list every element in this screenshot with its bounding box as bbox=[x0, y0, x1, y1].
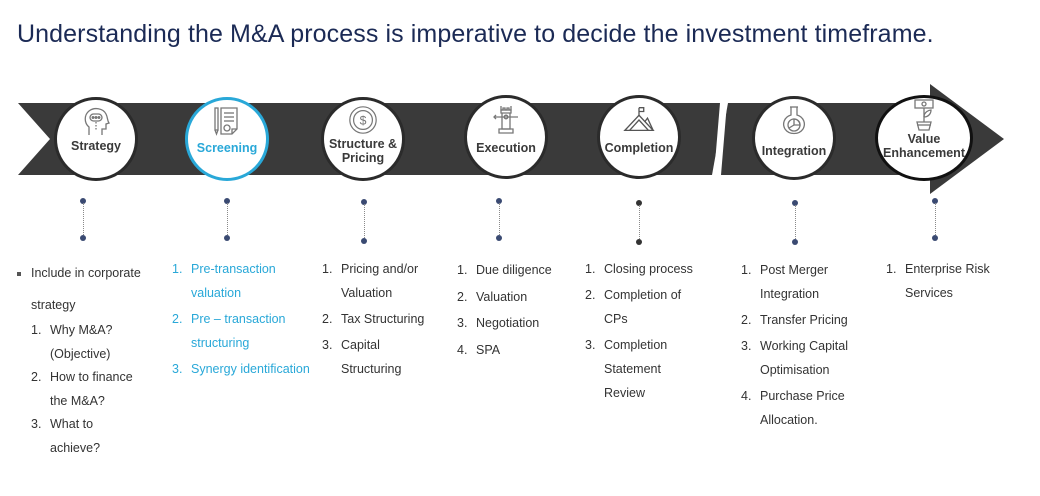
stage-execution: Execution bbox=[464, 95, 548, 179]
head-cloud-icon bbox=[79, 105, 113, 139]
stage-label: Screening bbox=[196, 141, 258, 155]
list-item: 2.Valuation bbox=[457, 289, 528, 304]
stage-label-line2: Enhancement bbox=[883, 146, 965, 160]
stage-label: Strategy bbox=[70, 139, 122, 153]
connector-screening bbox=[224, 198, 230, 242]
dollar-coin-icon: $ bbox=[346, 103, 380, 137]
list-item: 2.Transfer Pricing bbox=[741, 313, 848, 327]
details-strategy: Include in corporate strategy 1.Why M&A?… bbox=[17, 262, 167, 460]
document-pen-icon bbox=[210, 105, 244, 139]
connector-completion bbox=[636, 200, 642, 246]
stage-label: Completion bbox=[604, 141, 674, 155]
stage-completion: Completion bbox=[597, 95, 681, 179]
connector-value-enhancement bbox=[932, 198, 938, 242]
connector-structure-pricing bbox=[361, 199, 367, 245]
money-plant-icon bbox=[907, 98, 941, 132]
mountain-flag-icon bbox=[622, 103, 656, 137]
stage-label-line1: Value bbox=[907, 132, 941, 146]
stage-strategy: Strategy bbox=[54, 97, 138, 181]
details-execution: 1.Due diligence 2.Valuation 3.Negotiatio… bbox=[457, 257, 577, 363]
chess-rook-icon bbox=[489, 103, 523, 137]
list-item: 1.Why M&A?(Objective) bbox=[31, 323, 113, 361]
bullet-item: Include in corporate strategy bbox=[17, 262, 167, 317]
stage-screening: Screening bbox=[185, 97, 269, 181]
connector-integration bbox=[792, 200, 798, 246]
flask-chart-icon bbox=[777, 104, 811, 138]
list-item: 1.Due diligence bbox=[457, 263, 552, 277]
stage-structure-pricing: $ Structure & Pricing bbox=[321, 97, 405, 181]
svg-text:$: $ bbox=[360, 114, 367, 128]
list-item: 2.Tax Structuring bbox=[322, 312, 425, 326]
list-item: 4.SPA bbox=[457, 342, 501, 357]
stage-integration: Integration bbox=[752, 96, 836, 180]
stage-value-enhancement: Value Enhancement bbox=[875, 95, 973, 181]
stage-label: Integration bbox=[761, 144, 827, 158]
connector-strategy bbox=[80, 198, 86, 242]
connector-execution bbox=[496, 198, 502, 242]
stage-label-line1: Structure & bbox=[328, 137, 398, 151]
page-title: Understanding the M&A process is imperat… bbox=[17, 20, 934, 48]
list-item: 1.Closing process bbox=[585, 262, 693, 276]
list-item: 3.Synergy identification bbox=[172, 362, 310, 376]
list-item: 3.Negotiation bbox=[457, 316, 540, 330]
stage-label-line2: Pricing bbox=[341, 151, 385, 165]
stage-label: Execution bbox=[476, 141, 536, 155]
